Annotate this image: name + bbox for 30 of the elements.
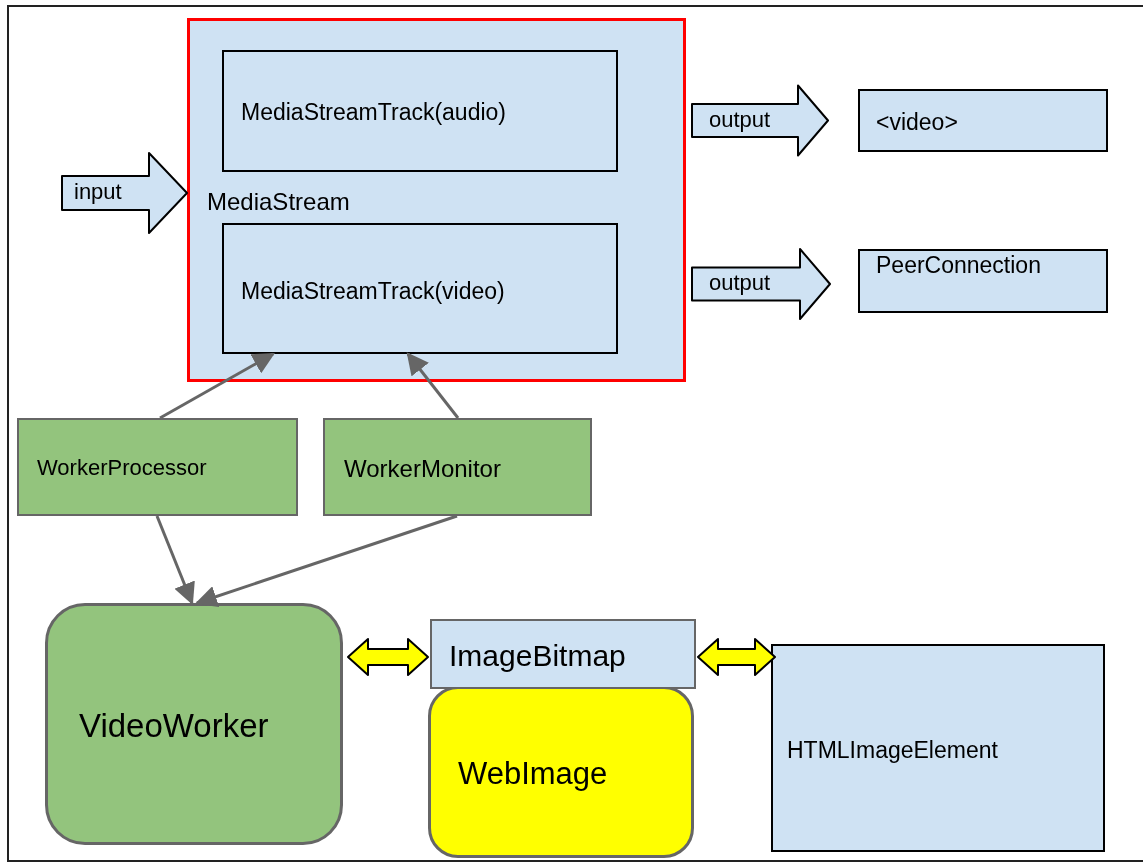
process-box bbox=[858, 249, 1108, 313]
process-box bbox=[323, 418, 592, 516]
rounded-box bbox=[45, 603, 343, 845]
edge-label: input bbox=[73, 181, 123, 203]
node-label: WorkerMonitor bbox=[344, 456, 501, 483]
process-box bbox=[222, 50, 618, 172]
process-box bbox=[430, 619, 696, 689]
edge-label: output bbox=[708, 272, 772, 294]
process-box bbox=[771, 644, 1105, 852]
node-label: <video> bbox=[876, 110, 958, 136]
node-label: ImageBitmap bbox=[449, 639, 626, 672]
block-arrow bbox=[347, 638, 429, 676]
node-label: MediaStreamTrack(audio) bbox=[241, 100, 507, 126]
block-arrow bbox=[697, 638, 776, 676]
arrow bbox=[155, 515, 195, 606]
node-label: WebImage bbox=[458, 757, 608, 792]
process-box bbox=[17, 418, 298, 516]
node-label: VideoWorker bbox=[79, 708, 269, 745]
node-label: HTMLImageElement bbox=[787, 738, 998, 764]
node-label: WorkerProcessor bbox=[37, 456, 207, 481]
arrow bbox=[194, 514, 458, 608]
node-label: MediaStreamTrack(video) bbox=[241, 279, 505, 305]
rounded-box bbox=[428, 686, 694, 858]
node-label: MediaStream bbox=[207, 189, 350, 216]
container-box bbox=[187, 18, 686, 382]
process-box bbox=[222, 223, 618, 354]
arrow bbox=[406, 352, 460, 419]
process-box bbox=[858, 89, 1108, 152]
node-label: PeerConnection bbox=[876, 253, 1042, 279]
arrow bbox=[159, 352, 275, 420]
